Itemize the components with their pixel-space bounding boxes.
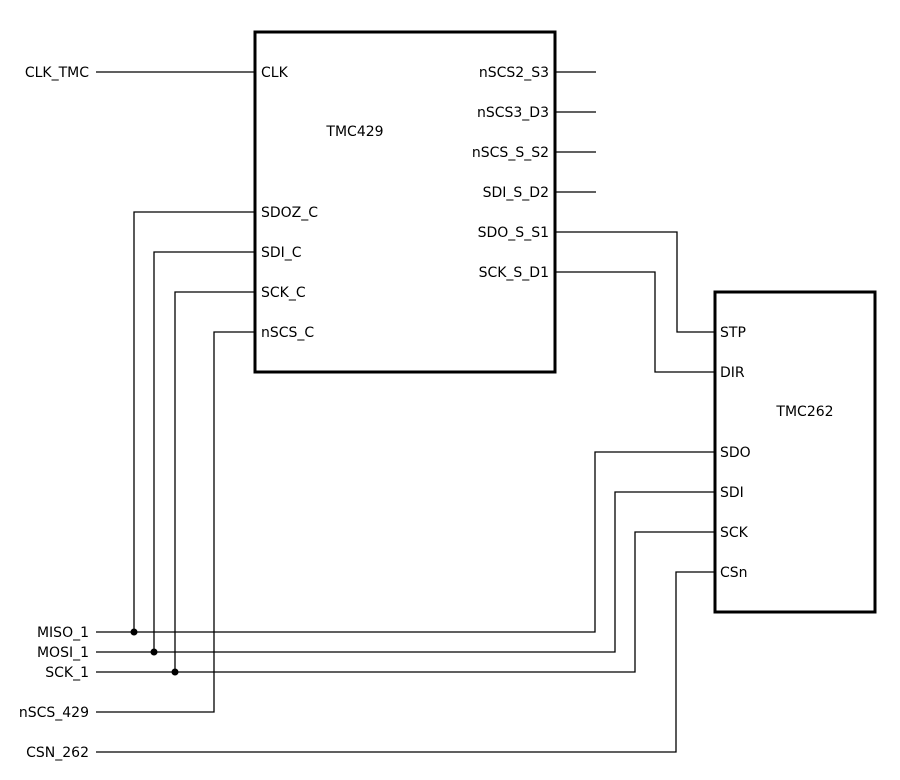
tmc429-pin-nscs-s-s2: nSCS_S_S2: [472, 145, 549, 161]
tmc429-pin-sck-s-d1: SCK_S_D1: [479, 265, 549, 281]
net-label-sck-1: SCK_1: [45, 665, 89, 681]
wire-sck-tap-sck: [174, 291, 255, 672]
tmc429-pin-sdoz-c: SDOZ_C: [261, 205, 318, 221]
tmc429-pin-nscs2-s3: nSCS2_S3: [479, 65, 549, 81]
tmc429-pin-sdi-s-d2: SDI_S_D2: [483, 185, 549, 201]
tmc262-pin-sck: SCK: [720, 525, 749, 541]
tmc262-pin-csn: CSn: [720, 565, 748, 581]
tmc429-title: TMC429: [325, 124, 383, 140]
wire-csn-262: [96, 571, 715, 753]
net-label-mosi-1: MOSI_1: [37, 645, 89, 661]
tmc262-title: TMC262: [775, 404, 833, 420]
tmc262-pin-dir: DIR: [720, 365, 745, 381]
wire-mosi: [96, 491, 715, 653]
tmc429-pin-nscs-c: nSCS_C: [261, 325, 314, 341]
wire-sck: [96, 531, 715, 673]
wire-step: [555, 231, 715, 333]
wire-dir: [555, 271, 715, 373]
tmc262-chip: TMC262 STP DIR SDO SDI SCK CSn: [713, 290, 877, 614]
tmc262-pin-sdo: SDO: [720, 445, 751, 461]
tmc429-chip: TMC429 CLK SDOZ_C SDI_C SCK_C nSCS_C nSC…: [253, 30, 557, 374]
wire-miso-tap-sdoz: [133, 211, 255, 632]
net-label-miso-1: MISO_1: [37, 625, 89, 641]
wire-mosi-tap-sdi: [153, 251, 255, 652]
tmc429-pin-nscs3-d3: nSCS3_D3: [477, 105, 549, 121]
tmc262-body: [713, 290, 877, 614]
junction-dot-sck: [171, 668, 179, 676]
junction-dot-mosi: [150, 648, 158, 656]
net-label-csn-262: CSN_262: [26, 745, 89, 761]
tmc429-pin-sdi-c: SDI_C: [261, 245, 302, 261]
net-label-clk-tmc: CLK_TMC: [25, 65, 89, 81]
wire-miso: [96, 451, 715, 633]
tmc429-body: [253, 30, 557, 374]
tmc429-pin-sck-c: SCK_C: [261, 285, 306, 301]
net-label-nscs-429: nSCS_429: [19, 705, 89, 721]
tmc262-pin-stp: STP: [720, 325, 746, 341]
tmc429-pin-sdo-s-s1: SDO_S_S1: [478, 225, 549, 241]
wires: [96, 71, 715, 753]
tmc262-pin-sdi: SDI: [720, 485, 744, 501]
tmc429-pin-clk: CLK: [261, 65, 289, 81]
wire-nscs-429: [96, 331, 255, 713]
junction-dot-miso: [130, 628, 138, 636]
